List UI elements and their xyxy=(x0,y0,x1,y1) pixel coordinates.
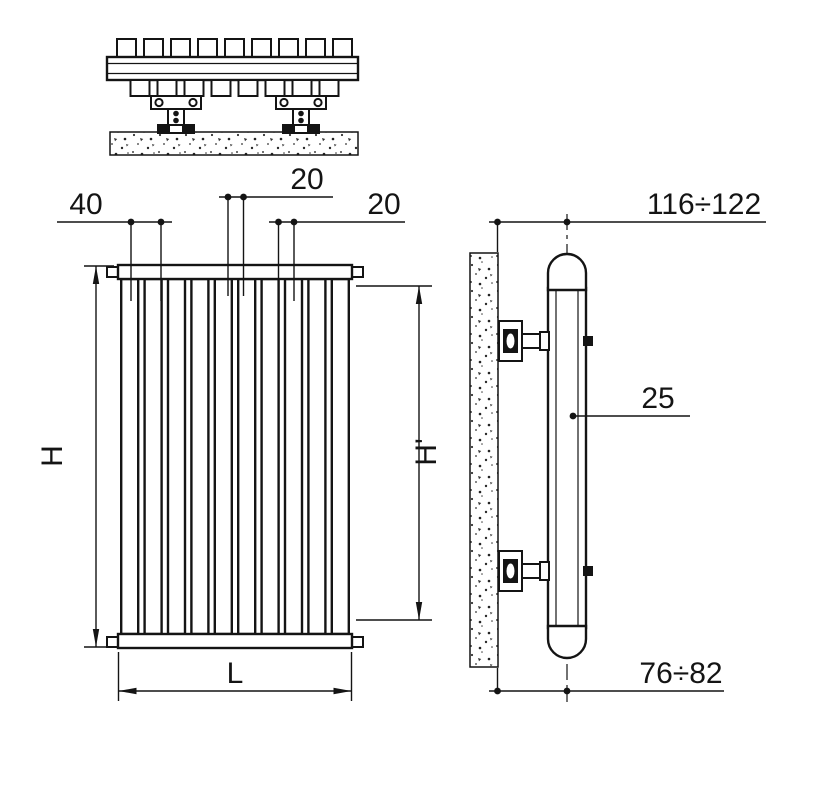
top-header xyxy=(116,263,354,281)
bracket-foot-pad xyxy=(283,125,295,133)
dim-label-20-top: 20 xyxy=(290,163,323,196)
dim-H: H xyxy=(36,265,114,648)
arrowhead-up xyxy=(92,266,100,284)
dim-label-76-82: 76÷82 xyxy=(639,657,722,690)
dim-label-H-prime: H' xyxy=(410,438,443,465)
top-view xyxy=(105,38,360,156)
tube-section xyxy=(224,38,245,58)
arrowhead-down xyxy=(415,602,423,620)
side-dimensions: 116÷122 25 76÷82 xyxy=(489,188,766,695)
dim-25: 25 xyxy=(569,382,690,420)
dim-40: 40 xyxy=(57,188,172,301)
side-view xyxy=(469,214,593,702)
tube-section xyxy=(210,79,232,97)
bracket-pin xyxy=(173,117,179,124)
dim-point xyxy=(494,687,501,695)
front-view xyxy=(106,263,364,650)
dim-20-right: 20 xyxy=(269,188,405,301)
tube xyxy=(307,277,327,636)
tube-section xyxy=(251,38,272,58)
end-plug-top-left xyxy=(106,266,119,278)
dim-point xyxy=(494,218,501,226)
dim-label-40: 40 xyxy=(69,188,102,221)
dim-label-25: 25 xyxy=(641,382,674,415)
dim-label-L: L xyxy=(227,657,244,690)
tube-section xyxy=(170,38,191,58)
end-plug-bottom-right xyxy=(351,636,364,648)
tube-profile-bottom-cap xyxy=(546,624,588,660)
tube-section xyxy=(143,38,164,58)
tube-section xyxy=(291,79,313,97)
arrowhead-left xyxy=(118,687,137,695)
front-dimensions: 40 20 20 H xyxy=(36,163,443,701)
tube xyxy=(260,277,280,636)
dim-label-H: H xyxy=(36,445,69,467)
bracket-bolt xyxy=(188,97,198,108)
wall-bracket-side-upper xyxy=(498,320,593,362)
tube-section xyxy=(183,79,205,97)
bracket-foot-pad xyxy=(158,125,170,133)
dim-label-20-right: 20 xyxy=(367,188,400,221)
wall-section-side-view xyxy=(469,252,499,668)
dim-point xyxy=(563,218,571,226)
tube-section xyxy=(129,79,151,97)
tube-sections-back-row xyxy=(116,38,353,58)
dim-116-122: 116÷122 xyxy=(489,188,766,252)
tube-profile-body xyxy=(546,286,588,630)
tube xyxy=(143,277,163,636)
bracket-slot xyxy=(506,333,515,349)
wall-bracket-side-lower xyxy=(498,550,593,592)
tube xyxy=(166,277,187,636)
tube xyxy=(190,277,210,636)
tube-array xyxy=(119,277,350,636)
bracket-pin xyxy=(298,110,304,117)
wall-bracket-plan-left xyxy=(150,95,202,134)
dim-point xyxy=(569,412,577,420)
tube-section xyxy=(237,79,259,97)
dim-point xyxy=(563,687,571,695)
bracket-bolt xyxy=(279,97,289,108)
bottom-header xyxy=(116,632,354,650)
tube xyxy=(213,277,234,636)
bracket-bolt xyxy=(154,97,164,108)
tube-sections-front-row xyxy=(129,79,340,97)
collector-bar xyxy=(105,55,360,82)
bracket-foot-pad xyxy=(182,125,194,133)
dim-20-top: 20 xyxy=(219,163,333,296)
tube xyxy=(236,277,257,636)
bracket-fastener xyxy=(583,566,593,576)
bracket-pin xyxy=(173,110,179,117)
tube xyxy=(119,277,140,636)
tube-section xyxy=(156,79,178,97)
wall-section-top-view xyxy=(109,131,359,156)
end-plug-bottom-left xyxy=(106,636,119,648)
bracket-bolt xyxy=(313,97,323,108)
tube xyxy=(283,277,304,636)
tube-section xyxy=(332,38,353,58)
bracket-foot-pad xyxy=(307,125,319,133)
tube-profile-top-cap xyxy=(546,252,588,292)
arrowhead-down xyxy=(92,629,100,647)
bracket-pin xyxy=(298,117,304,124)
bracket-fastener xyxy=(583,336,593,346)
tube-section xyxy=(318,79,340,97)
dim-76-82: 76÷82 xyxy=(489,657,724,695)
bracket-slot xyxy=(506,563,515,579)
tube-section xyxy=(264,79,286,97)
bracket-clip xyxy=(539,561,550,581)
tube-section xyxy=(278,38,299,58)
arrowhead-up xyxy=(415,286,423,304)
arrowhead-right xyxy=(333,687,352,695)
tube-section xyxy=(305,38,326,58)
wall-bracket-plan-right xyxy=(275,95,327,134)
tube xyxy=(330,277,350,636)
dim-label-116-122: 116÷122 xyxy=(647,188,761,221)
dim-L: L xyxy=(117,652,353,701)
bracket-clip xyxy=(539,331,550,351)
tube-section xyxy=(197,38,218,58)
dim-H-prime: H' xyxy=(356,285,443,621)
end-plug-top-right xyxy=(351,266,364,278)
tube-section xyxy=(116,38,137,58)
